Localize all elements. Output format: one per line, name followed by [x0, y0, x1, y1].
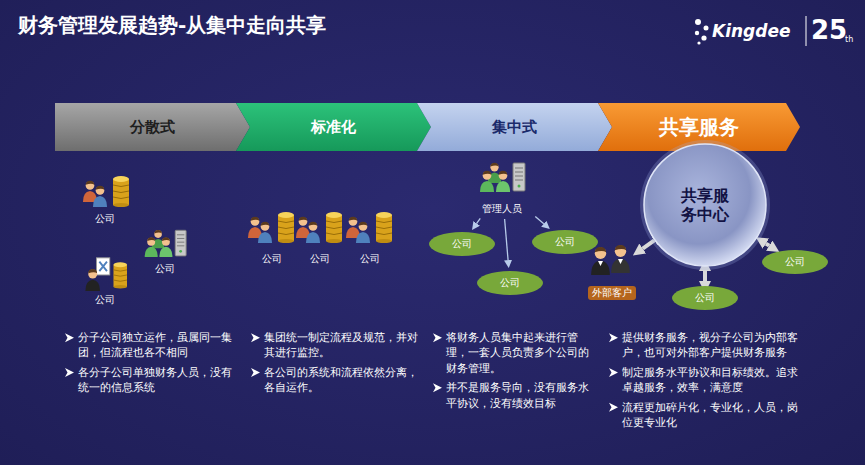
chevron-shape: [236, 103, 431, 151]
client-icon: [591, 245, 630, 275]
manager-group: 管理人员: [471, 160, 533, 216]
node-text: 共享服务中心: [679, 186, 730, 224]
node-text: 公司: [555, 236, 575, 248]
chevron-shape: [417, 103, 612, 151]
company-ellipse: 公司: [762, 250, 828, 274]
connector-arrow: [477, 218, 481, 223]
company-label: 公司: [300, 252, 340, 266]
bullet-marker: [251, 333, 260, 342]
bullet-text: 各公司的系统和流程依然分离，各自运作。: [264, 365, 420, 396]
bullet-text: 并不是服务导向，没有服务水平协议，没有绩效目标: [446, 380, 596, 411]
bullet-text: 分子公司独立运作，虽属同一集团，但流程也各不相同: [78, 330, 236, 361]
company-ellipse: 公司: [532, 230, 598, 254]
bullet-text: 集团统一制定流程及规范，并对其进行监控。: [264, 330, 420, 361]
connector-arrow: [505, 219, 508, 260]
logo-dots: [695, 19, 709, 45]
double-arrow: [703, 271, 707, 281]
bullet-text: 各分子公司单独财务人员，没有统一的信息系统: [78, 365, 236, 396]
bullet-marker: [433, 383, 442, 392]
bullet-text: 将财务人员集中起来进行管理，一套人员负责多个公司的财务管理。: [446, 330, 596, 376]
sphere-shape: [644, 144, 766, 266]
ellipse-shape: [429, 232, 495, 256]
node-text: 集中式: [492, 118, 537, 136]
company-label: 公司: [85, 212, 125, 226]
anniversary-number: 25: [811, 12, 847, 48]
connector-arrow: [535, 217, 543, 224]
ellipse-shape: [532, 230, 598, 254]
company-label: 公司: [252, 252, 292, 266]
ellipse-shape: [672, 286, 738, 310]
node-text: 共享服务: [659, 115, 739, 139]
node-text: 公司: [695, 292, 715, 304]
chevron-shape: [55, 103, 250, 151]
bullet-text: 提供财务服务，视分子公司为内部客户，也可对外部客户提供财务服务: [622, 330, 802, 361]
company-ellipse: 公司: [429, 232, 495, 256]
bullet-marker: [609, 368, 618, 377]
stage-arrow: 标准化: [236, 103, 431, 151]
bullet-text: 制定服务水平协议和目标绩效。追求卓越服务，效率，满意度: [622, 365, 802, 396]
company-icon: [83, 176, 129, 207]
node-text: 公司: [500, 277, 520, 289]
company-label: 公司: [350, 252, 390, 266]
node-text: 标准化: [311, 118, 356, 136]
bullet-marker: [251, 368, 260, 377]
company-icon: [296, 212, 342, 243]
stage-arrow: 集中式: [417, 103, 612, 151]
node-text: 管理人员: [482, 203, 522, 215]
bullet-marker: [433, 333, 442, 342]
stage-arrow: 分散式: [55, 103, 250, 151]
node-text: 分散式: [130, 118, 175, 136]
bullet-text: 流程更加碎片化，专业化，人员，岗位更专业化: [622, 400, 802, 431]
node-text: 公司: [452, 238, 472, 250]
company-icon: [248, 212, 294, 243]
brand-name: Kingdee: [712, 20, 791, 44]
company-label: 公司: [145, 262, 185, 276]
bullet-marker: [609, 403, 618, 412]
bullet-marker: [609, 333, 618, 342]
node-text: 公司: [785, 256, 805, 268]
company-ellipse: 公司: [477, 271, 543, 295]
company-icon: [145, 230, 186, 257]
anniversary-suffix: th: [845, 34, 853, 45]
sphere-glow: [640, 140, 770, 270]
bullet-marker: [65, 333, 74, 342]
company-ellipse: 公司: [672, 286, 738, 310]
shared-service-center: 共享服务中心: [644, 144, 766, 266]
company-icon: [346, 212, 392, 243]
company-icon: [85, 258, 127, 291]
external-client: 外部客户: [582, 239, 642, 301]
ellipse-shape: [762, 250, 828, 274]
manager-icon: [480, 163, 525, 192]
slide-title: 财务管理发展趋势-从集中走向共享: [18, 12, 326, 39]
node-text: 外部客户: [588, 286, 636, 300]
bullet-marker: [65, 368, 74, 377]
ellipse-shape: [477, 271, 543, 295]
double-arrow: [766, 244, 769, 246]
logo-divider: [806, 16, 807, 46]
company-label: 公司: [85, 293, 125, 307]
